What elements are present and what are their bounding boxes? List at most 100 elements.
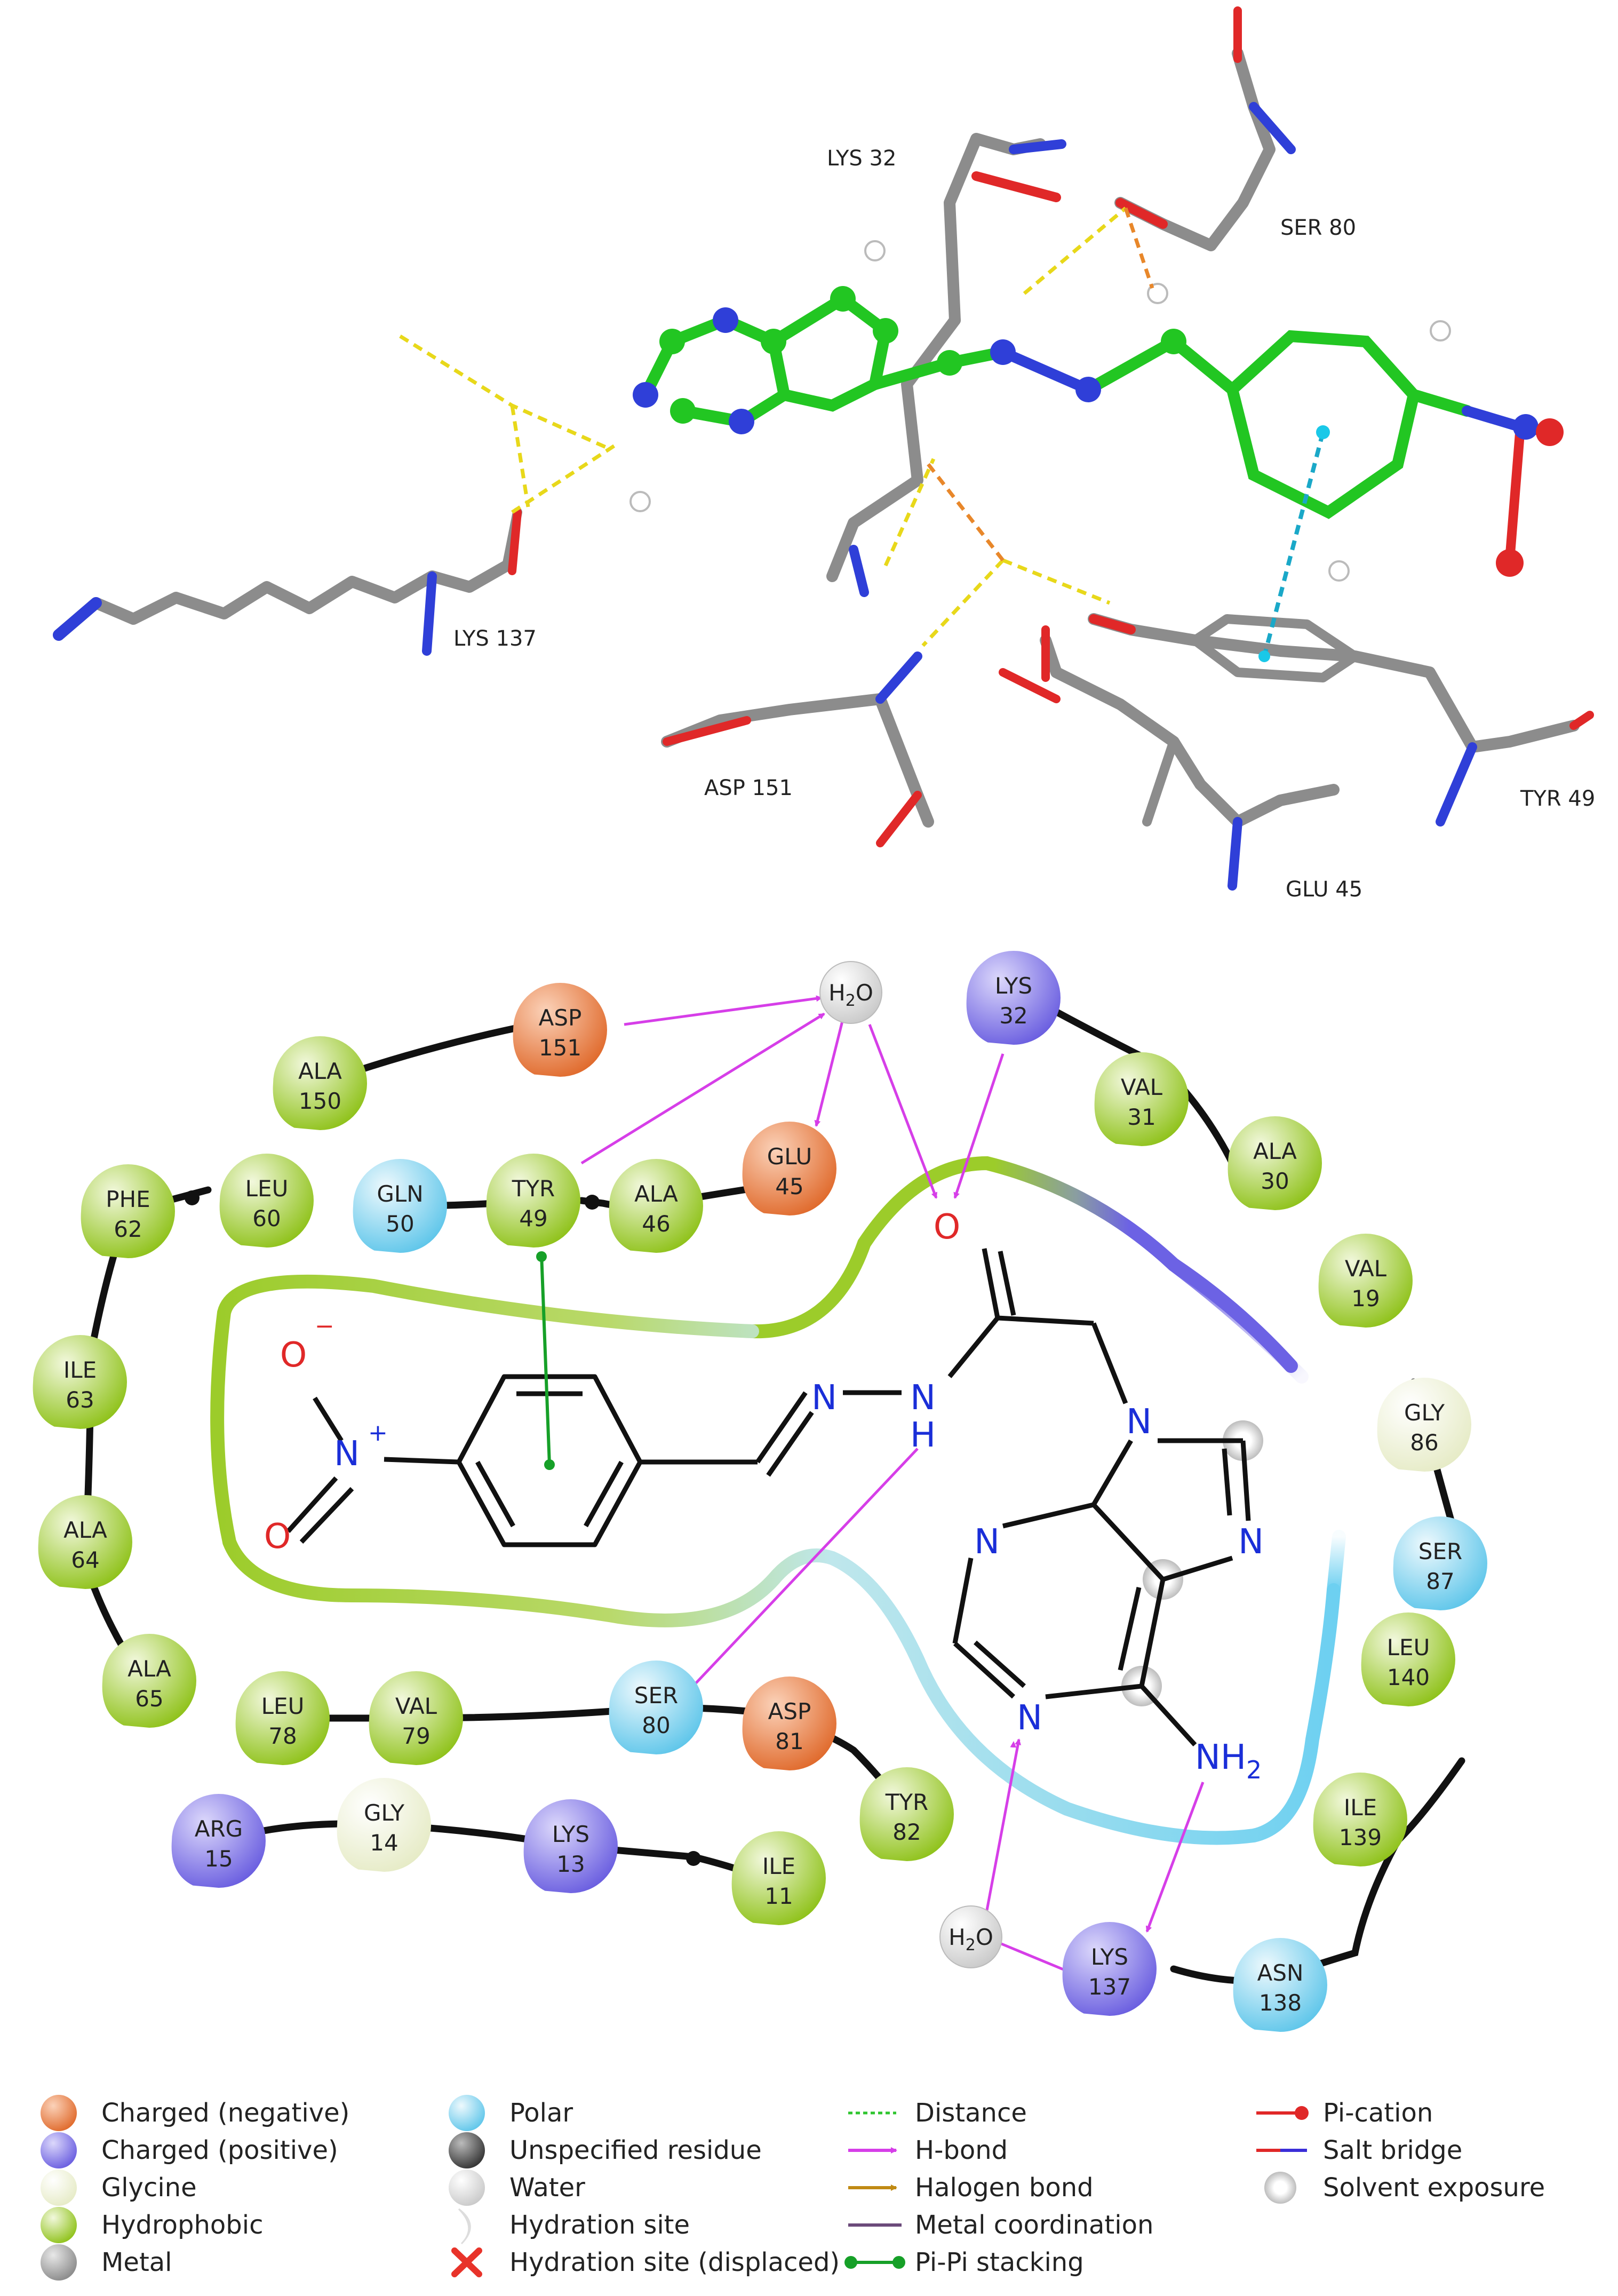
- label-lys137-3d: LYS 137: [453, 626, 537, 651]
- atom-n1: N: [1017, 1698, 1042, 1738]
- atom-nitro-charge: +: [368, 1419, 388, 1447]
- residue-bubble: [1318, 1234, 1413, 1328]
- legend-metal: Metal: [101, 2247, 172, 2277]
- residue-bubble: [609, 1661, 703, 1754]
- residue-bubble: [273, 1036, 367, 1130]
- residue-bubble: [859, 1767, 954, 1861]
- pi-pi-stacking-line: [536, 1251, 555, 1470]
- swatch-water: [449, 2170, 485, 2206]
- ligand-ball-and-stick: [629, 240, 1564, 582]
- swatch-negative: [41, 2095, 77, 2131]
- legend-col-interactions: Distance H-bond Halogen bond Metal coord…: [844, 2098, 1153, 2277]
- residue-number: 137: [1088, 1974, 1131, 2000]
- atom-n7: N: [1238, 1522, 1264, 1562]
- residue-bubble: [102, 1634, 196, 1728]
- residue-name: GLY: [1404, 1400, 1445, 1426]
- swatch-metal: [41, 2244, 77, 2281]
- residue-number: 31: [1127, 1104, 1155, 1130]
- atom-nitro-oxygen: O: [264, 1517, 291, 1556]
- water-top: H2O: [819, 961, 882, 1024]
- residue-name: ALA: [298, 1058, 342, 1084]
- ring-centroid-marker: [1258, 650, 1270, 662]
- residue-number: 19: [1351, 1285, 1380, 1312]
- legend: Charged (negative) Charged (positive) Gl…: [41, 2095, 1545, 2281]
- residue-name: LEU: [245, 1175, 289, 1202]
- residue-name: ASN: [1257, 1960, 1304, 1986]
- legend-solvent-exposure: Solvent exposure: [1323, 2173, 1545, 2203]
- swatch-solvent-exposure: [1264, 2172, 1296, 2204]
- residue-name: GLY: [364, 1800, 404, 1826]
- water-label: H2O: [828, 980, 873, 1010]
- legend-distance: Distance: [915, 2098, 1027, 2128]
- residue-number: 60: [252, 1205, 281, 1232]
- ligand-2d-structure: [286, 1248, 1251, 1747]
- residue-bubble: [731, 1831, 826, 1925]
- residue-name: LYS: [552, 1821, 589, 1847]
- residue-name: SER: [634, 1682, 678, 1709]
- legend-glycine: Glycine: [101, 2173, 197, 2203]
- residue-number: 80: [642, 1712, 670, 1738]
- residue-bubble: [513, 983, 607, 1077]
- residue-number: 81: [775, 1728, 803, 1754]
- water-label: H2O: [949, 1924, 993, 1955]
- interaction-diagram-2d: O N N H N N N N NH2 N + O − O: [33, 951, 1487, 2032]
- residue-bubble: [81, 1164, 175, 1258]
- residue-name: LYS: [995, 973, 1032, 999]
- residue-number: 79: [402, 1723, 430, 1749]
- residue-number: 15: [204, 1846, 233, 1872]
- legend-hydration-displaced: Hydration site (displaced): [509, 2247, 840, 2277]
- residue-name: TYR: [512, 1175, 555, 1202]
- residue-number: 140: [1387, 1664, 1430, 1690]
- residue-bubble: [38, 1495, 132, 1589]
- residue-bubble: [1094, 1052, 1189, 1146]
- residue-bubble: [33, 1335, 127, 1429]
- atom-carbonyl-oxygen: O: [934, 1207, 960, 1247]
- residue-number: 14: [370, 1830, 398, 1856]
- residue-bubble: [609, 1159, 703, 1253]
- legend-pi-cation: Pi-cation: [1323, 2098, 1433, 2128]
- residue-gly-14: GLY 14: [337, 1778, 431, 1872]
- legend-negative: Charged (negative): [101, 2098, 349, 2128]
- residue-number: 138: [1259, 1990, 1302, 2016]
- residue-bubble: [742, 1122, 836, 1215]
- swatch-pi-cation: [1256, 2106, 1309, 2120]
- residue-number: 78: [268, 1723, 297, 1749]
- h-bond-arrows: [580, 995, 1205, 1976]
- swatch-unspecified: [449, 2132, 485, 2168]
- residue-number: 45: [775, 1173, 803, 1199]
- residue-name: PHE: [106, 1186, 150, 1212]
- residue-number: 49: [519, 1205, 547, 1232]
- residue-number: 86: [1410, 1429, 1438, 1456]
- residue-bubble: [1377, 1378, 1471, 1472]
- residue-bubble: [337, 1778, 431, 1872]
- residue-labels-3d: LYS 32 SER 80 LYS 137 ASP 151 TYR 49 GLU…: [453, 146, 1595, 902]
- swatch-hydration-displaced: [451, 2247, 482, 2277]
- chain-break-dots: [185, 1190, 701, 1866]
- atom-n3: N: [974, 1522, 1000, 1562]
- swatch-pi-pi: [844, 2256, 905, 2269]
- residue-bubble: [1062, 1922, 1157, 2016]
- residue-nodes: ALA150ASP151LYS32VAL31ALA30VAL19GLY86SER…: [33, 951, 1487, 2032]
- label-tyr49-3d: TYR 49: [1520, 786, 1595, 811]
- atom-amide-hydrogen: H: [910, 1416, 936, 1455]
- residue-name: ALA: [634, 1181, 678, 1207]
- residue-number: 87: [1426, 1568, 1454, 1594]
- residue-bubble: [1228, 1116, 1322, 1210]
- residue-bubble: [1313, 1773, 1407, 1866]
